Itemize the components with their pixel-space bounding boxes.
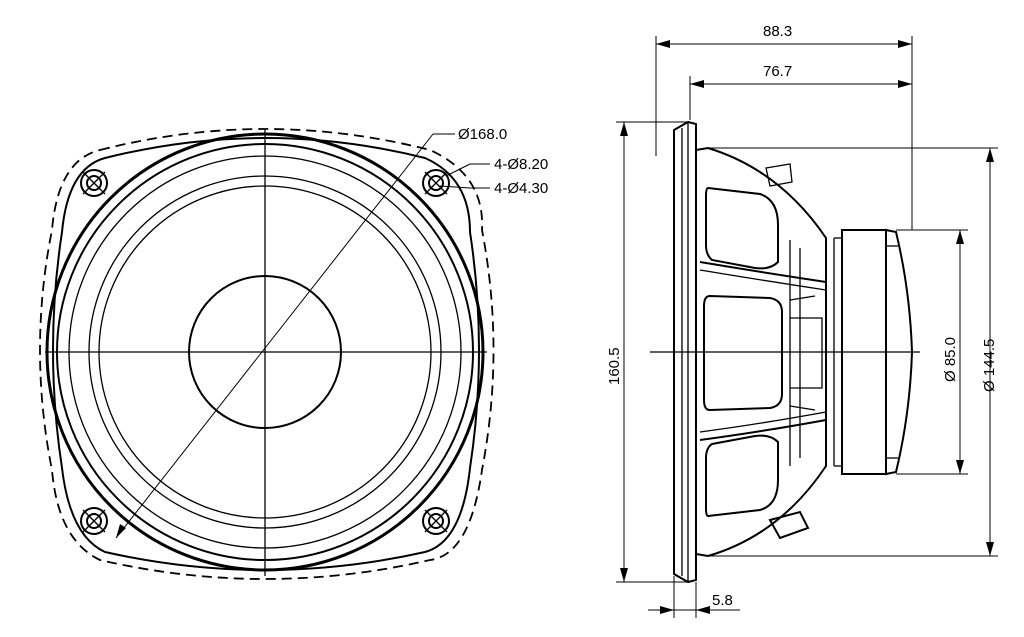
outer-diameter-label: Ø168.0	[458, 126, 507, 143]
hole-outer-leader	[445, 163, 471, 177]
front-flange-outline	[52, 137, 480, 571]
basket-rib-lower	[699, 419, 827, 441]
mounting-hole-bottom-left	[80, 507, 108, 535]
mounting-hole-top-left	[80, 169, 108, 197]
flange-thickness-label: 5.8	[712, 592, 733, 609]
diameter-leader-line	[115, 133, 434, 539]
hole-inner-label: 4-Ø4.30	[494, 180, 548, 197]
basket-window-top	[705, 186, 779, 270]
basket-window-middle	[703, 294, 783, 412]
basket-diameter-label: Ø 144.5	[981, 339, 998, 392]
terminal-tab	[768, 510, 810, 540]
side-basket-outline	[695, 146, 827, 558]
front-flange-dashed-outline	[39, 128, 495, 580]
overall-depth-label: 88.3	[763, 23, 792, 40]
height-label: 160.5	[606, 347, 623, 385]
basket-window-bottom	[705, 434, 779, 518]
hole-inner-leader	[439, 185, 471, 189]
basket-rib-upper	[699, 261, 827, 283]
hole-outer-label: 4-Ø8.20	[494, 156, 548, 173]
basket-depth-label: 76.7	[763, 63, 792, 80]
diameter-arrow	[116, 524, 126, 538]
mounting-hole-top-right	[422, 169, 450, 197]
front-view: Ø168.0 4-Ø8.20 4-Ø4.30	[39, 126, 548, 580]
magnet-diameter-label: Ø 85.0	[942, 337, 959, 382]
side-view: 88.3 76.7 160.5 Ø 85.0 Ø 144.5	[606, 23, 998, 618]
mounting-hole-bottom-right	[422, 507, 450, 535]
